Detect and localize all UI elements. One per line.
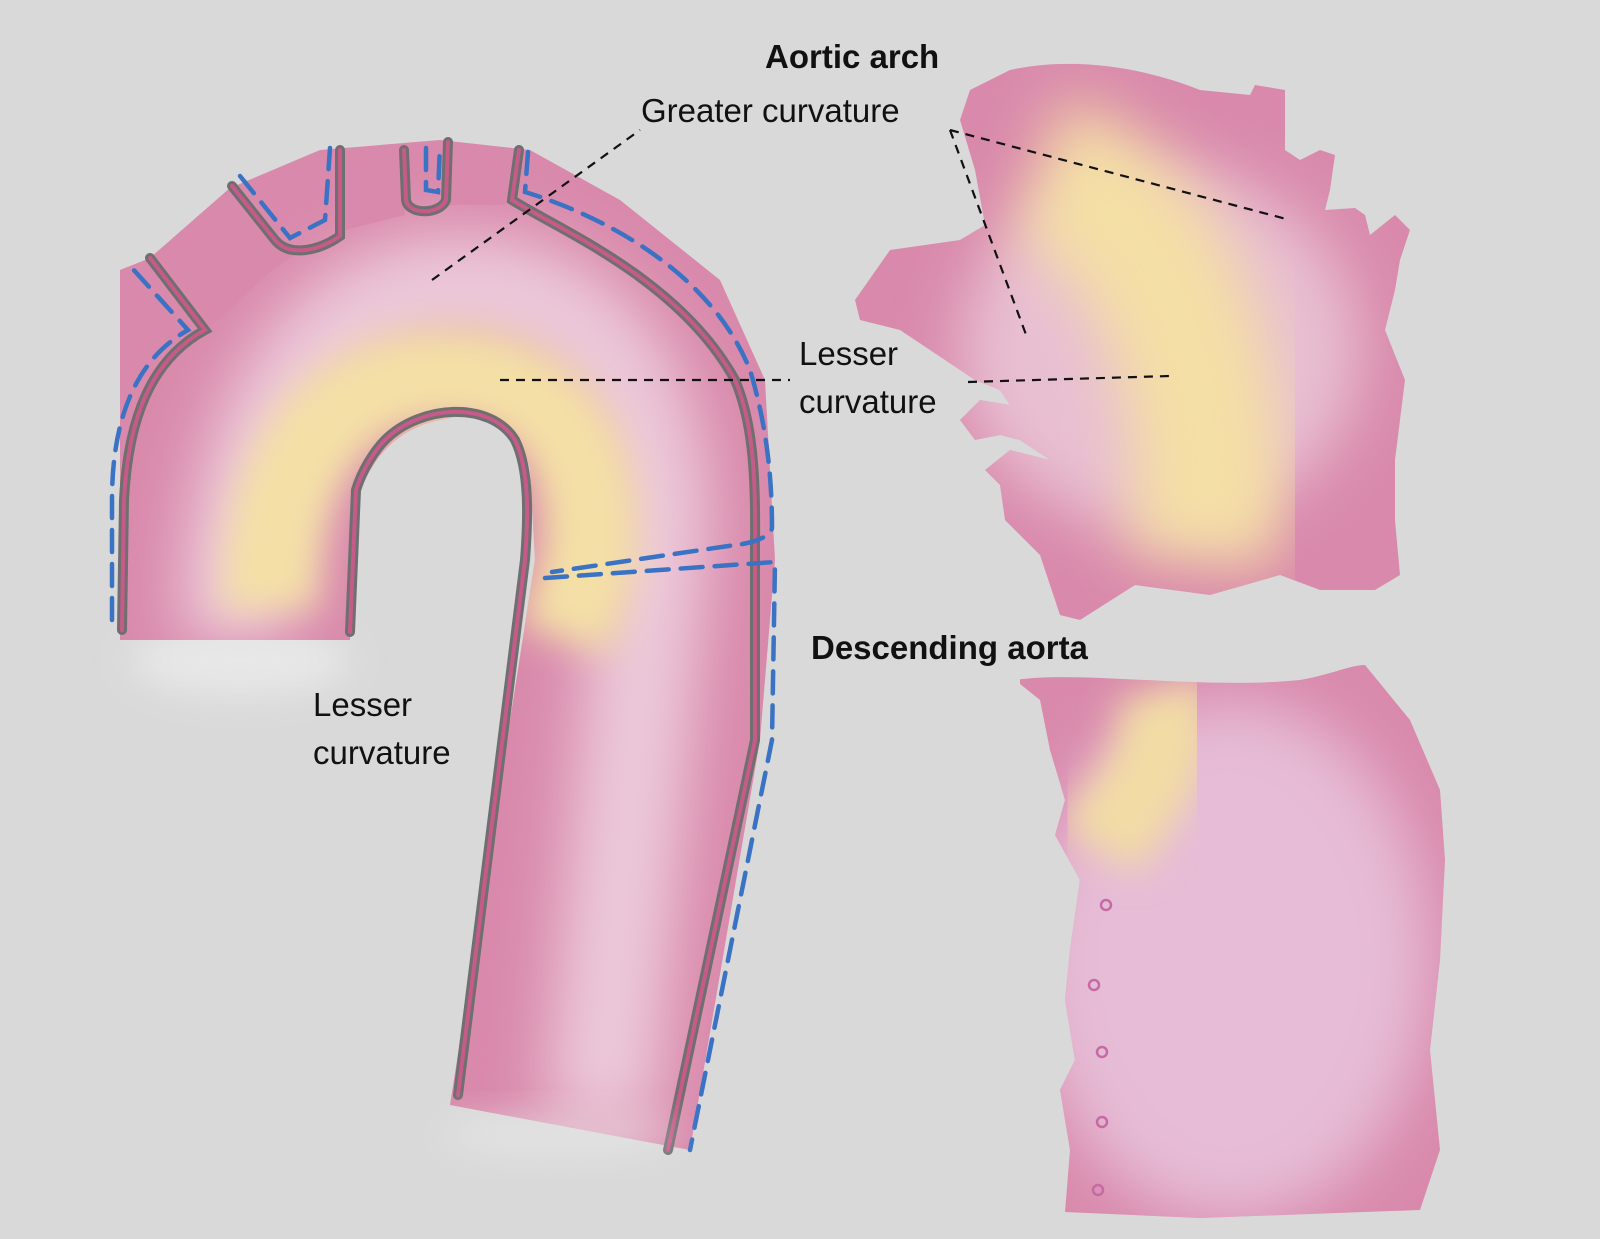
lesser-curvature-left-label: Lesser curvature — [313, 681, 451, 777]
lesser-curvature-top-label: Lesser curvature — [799, 330, 937, 426]
descending-aorta-title: Descending aorta — [811, 624, 1088, 672]
descending-end-shadow — [440, 1113, 680, 1157]
aorta-drawing — [0, 0, 900, 1239]
aortic-arch-title: Aortic arch — [765, 33, 939, 81]
greater-curvature-label: Greater curvature — [641, 87, 900, 135]
descending-aorta-specimen — [1020, 650, 1460, 1239]
